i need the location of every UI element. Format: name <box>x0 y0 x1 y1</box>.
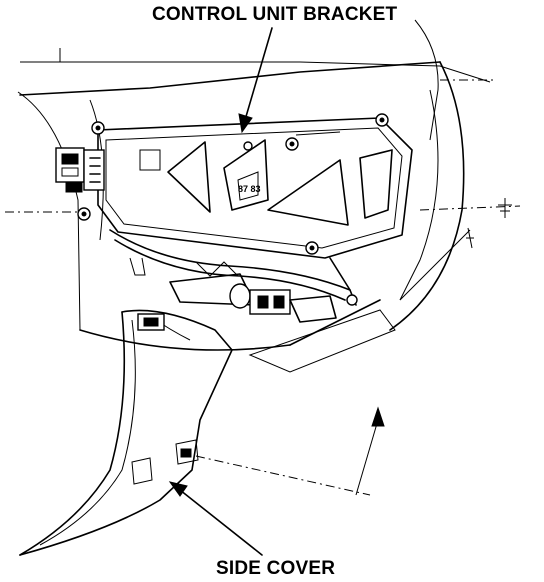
control-unit-bracket-label: CONTROL UNIT BRACKET <box>152 4 398 25</box>
reference-lines <box>5 79 521 249</box>
installation-guide <box>195 406 385 496</box>
bracket-bolts <box>77 113 389 255</box>
dash-panel-outline <box>17 19 491 373</box>
side-cover <box>19 309 233 556</box>
bracket-marking: 87 83 <box>238 184 261 194</box>
callout-arrow-cover <box>168 481 263 556</box>
callout-arrow-bracket <box>238 27 273 134</box>
control-unit-bracket: 87 83 <box>97 117 413 259</box>
wiring-harness <box>109 229 358 323</box>
side-cover-label: SIDE COVER <box>216 558 336 579</box>
left-connector <box>55 147 105 193</box>
